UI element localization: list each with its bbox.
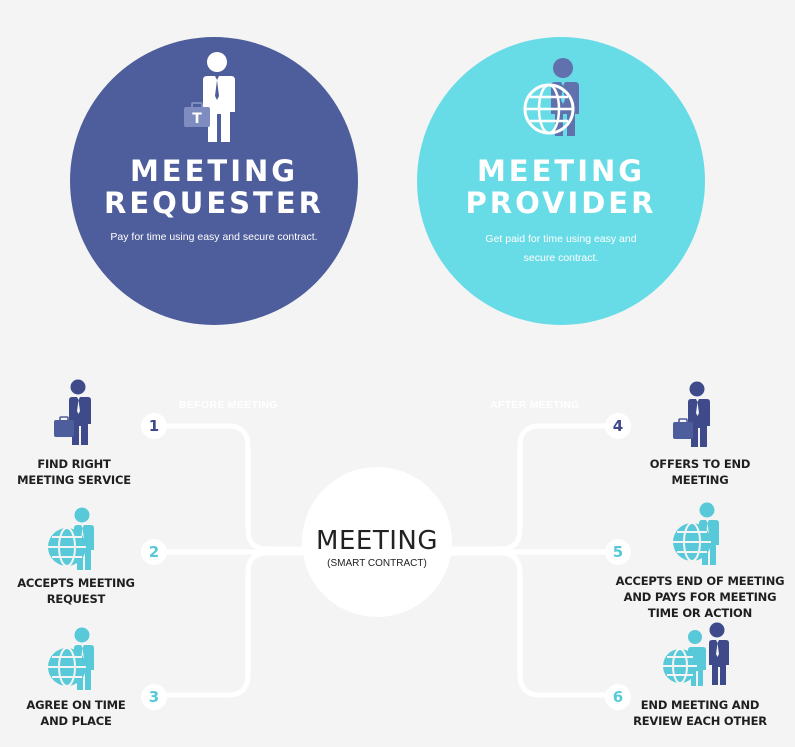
step-6-label-line1: END MEETING AND xyxy=(640,698,760,712)
requester-title-line2: REQUESTER xyxy=(104,186,324,220)
center-title: MEETING xyxy=(316,526,438,556)
provider-subtitle-line2: secure contract. xyxy=(523,252,599,264)
step-4-label-line2: MEETING xyxy=(671,473,729,487)
meeting-requester-circle: T MEETING REQUESTER Pay for time using e… xyxy=(70,37,358,325)
step-3-number: 3 xyxy=(141,684,167,710)
briefcase-mark-text: T xyxy=(192,111,202,127)
step-4-label-line1: OFFERS TO END xyxy=(649,457,751,471)
step-4-number: 4 xyxy=(605,413,631,439)
step-2-number: 2 xyxy=(141,539,167,565)
businessman-globe-icon xyxy=(523,58,579,136)
step-2-label: ACCEPTS MEETING REQUEST xyxy=(0,575,152,607)
before-meeting-label: BEFORE MEETING xyxy=(179,399,278,411)
businessman-briefcase-icon xyxy=(673,381,710,447)
requester-subtitle: Pay for time using easy and secure contr… xyxy=(110,231,318,243)
after-meeting-label: AFTER MEETING xyxy=(490,399,580,411)
step-5-label: ACCEPTS END OF MEETING AND PAYS FOR MEET… xyxy=(605,573,795,621)
center-subtitle: (SMART CONTRACT) xyxy=(327,558,427,569)
step-1-label-line2: MEETING SERVICE xyxy=(17,473,131,487)
step-2-label-line1: ACCEPTS MEETING xyxy=(17,576,135,590)
provider-title-line1: MEETING xyxy=(476,154,646,188)
step-6-number: 6 xyxy=(605,684,631,710)
businessman-globe-icon xyxy=(48,507,94,570)
provider-title-line2: PROVIDER xyxy=(465,186,657,220)
step-5-number: 5 xyxy=(605,539,631,565)
step-5-label-line1: ACCEPTS END OF MEETING xyxy=(615,574,785,588)
businessman-globe-icon xyxy=(673,502,719,565)
businessman-briefcase-icon: T xyxy=(184,52,235,142)
step-5-label-line2: AND PAYS FOR MEETING xyxy=(623,590,777,604)
meeting-provider-circle: MEETING PROVIDER Get paid for time using… xyxy=(417,37,705,325)
businessman-globe-icon xyxy=(48,627,94,690)
step-5-label-line3: TIME OR ACTION xyxy=(647,606,753,620)
two-businessmen-icon xyxy=(663,622,729,686)
step-6-label-line2: REVIEW EACH OTHER xyxy=(633,714,767,728)
step-3-label-line1: AGREE ON TIME xyxy=(26,698,126,712)
step-1-label: FIND RIGHT MEETING SERVICE xyxy=(0,456,148,488)
meeting-smart-contract-circle: MEETING (SMART CONTRACT) xyxy=(302,467,452,617)
step-3-label-line2: AND PLACE xyxy=(40,714,112,728)
step-6-label: END MEETING AND REVIEW EACH OTHER xyxy=(612,697,788,729)
step-3-label: AGREE ON TIME AND PLACE xyxy=(0,697,152,729)
step-1-number: 1 xyxy=(141,413,167,439)
step-1-label-line1: FIND RIGHT xyxy=(37,457,111,471)
step-4-label: OFFERS TO END MEETING xyxy=(612,456,788,488)
step-2-label-line2: REQUEST xyxy=(46,592,106,606)
businessman-briefcase-icon xyxy=(54,379,91,445)
provider-subtitle-line1: Get paid for time using easy and xyxy=(485,233,637,245)
requester-title-line1: MEETING xyxy=(129,154,299,188)
